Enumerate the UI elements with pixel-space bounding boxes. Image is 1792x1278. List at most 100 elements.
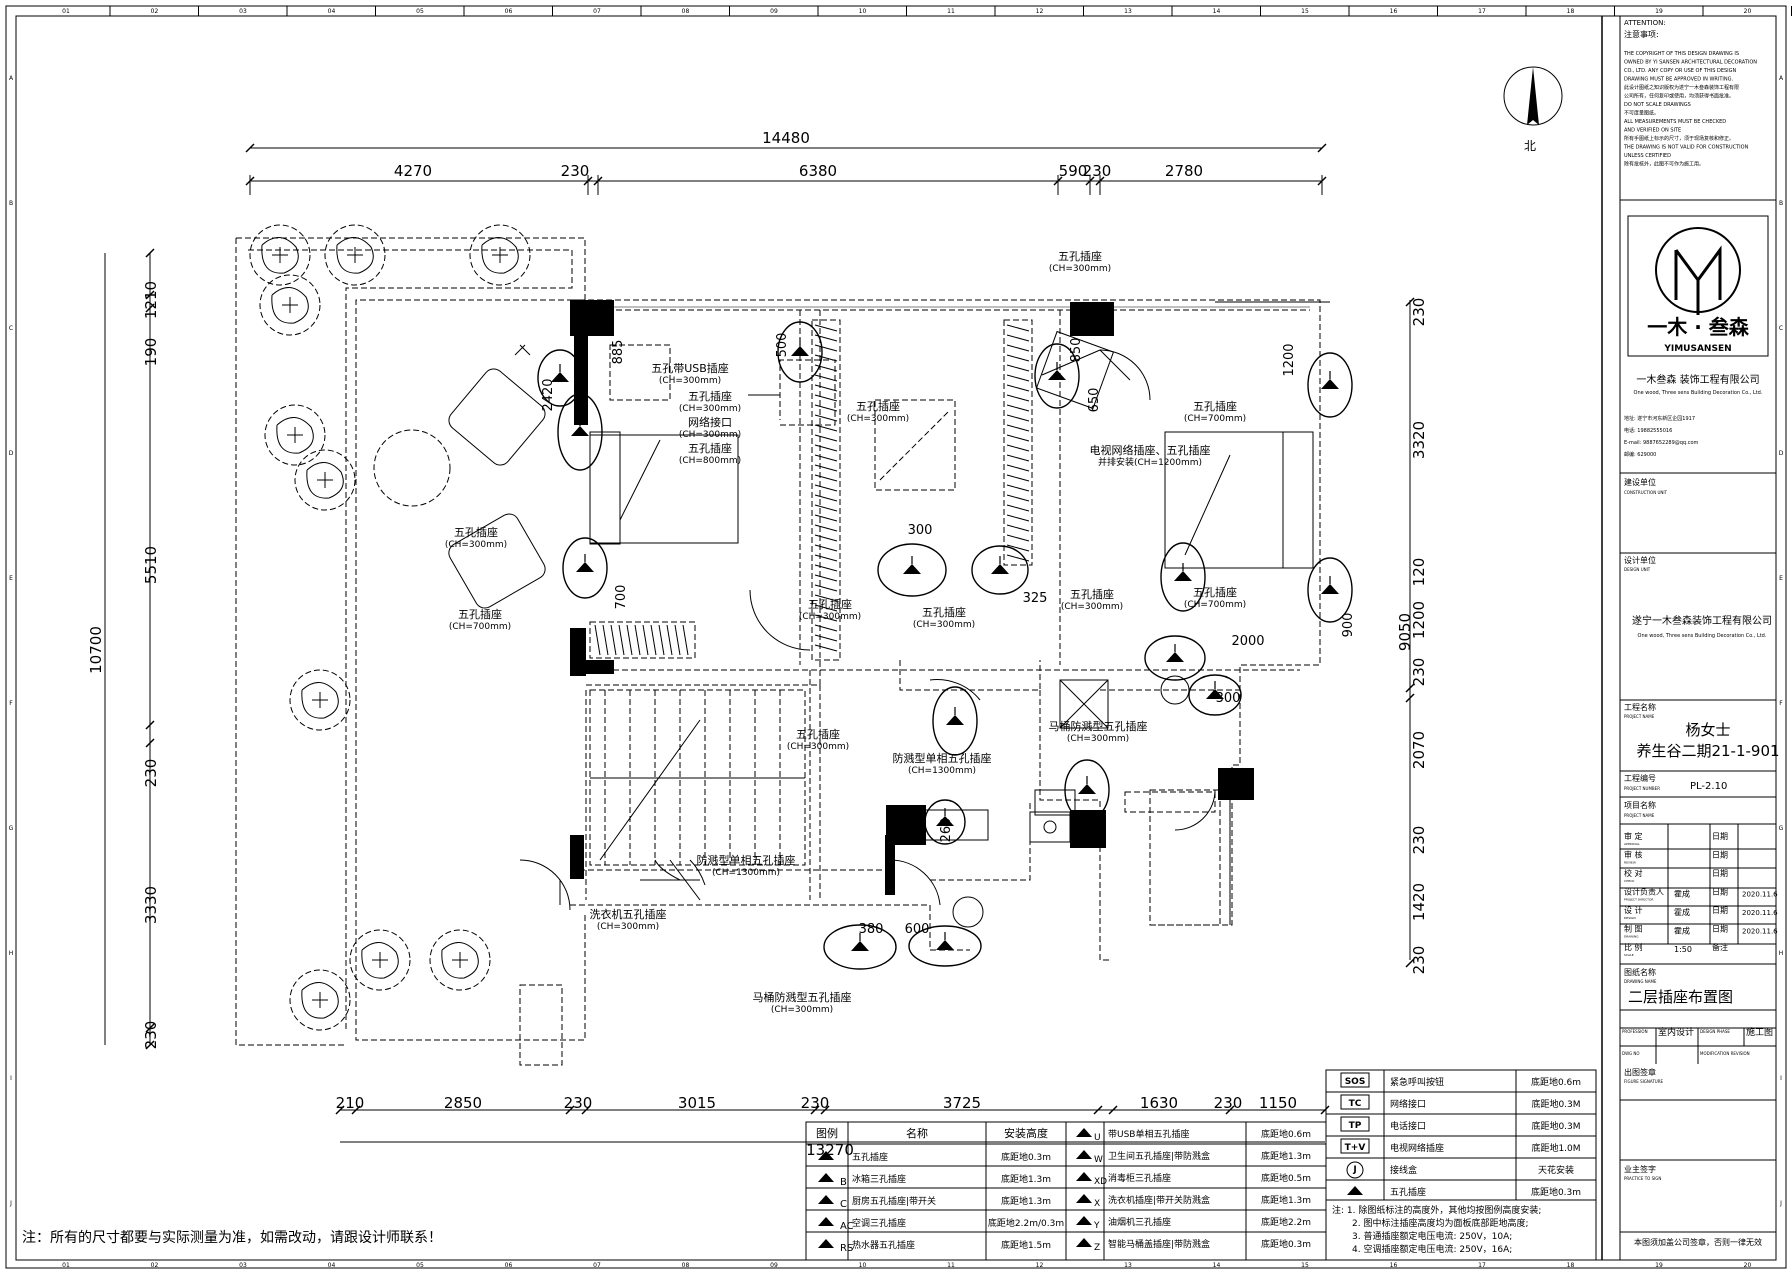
client-name: 杨女士 — [1685, 721, 1730, 739]
dim-bottom: 230 — [1214, 1094, 1243, 1112]
row-date-label: 日期 — [1712, 869, 1728, 878]
socket-callout: 防溅型单相五孔插座(CH=1300mm) — [893, 751, 992, 776]
legend-name: 洗衣机插座|带开关防溅盒 — [1108, 1194, 1210, 1206]
row-label-en: REVIEW — [1624, 861, 1636, 865]
callout-title: 防溅型单相五孔插座 — [697, 853, 796, 867]
grid-label: 15 — [1301, 8, 1309, 15]
note-line: UNLESS CERTIFIED — [1624, 153, 1671, 159]
dim-right: 3320 — [1410, 421, 1428, 459]
socket-callout: 五孔插座(CH=800mm) — [679, 441, 741, 466]
grid-label: 14 — [1213, 8, 1221, 15]
dim-top: 590 — [1059, 162, 1088, 180]
figure-signature-en: FIGURE SIGNATURE — [1624, 1079, 1663, 1084]
note-line: 所有手图纸上标示的尺寸，须于现场复核和修正。 — [1624, 135, 1734, 142]
socket-legend-icon — [1076, 1238, 1092, 1247]
callout-sub: (CH=300mm) — [659, 376, 721, 386]
callout-title: 防溅型单相五孔插座 — [893, 751, 992, 765]
legend-height: 底距地2.2m — [1261, 1216, 1311, 1228]
socket-icon — [971, 545, 1029, 595]
row-label: 审 核 — [1624, 850, 1643, 860]
grid-label: G — [9, 825, 14, 832]
dim-left-total: 10700 — [87, 626, 105, 674]
grid-label: 20 — [1744, 8, 1752, 15]
callout-title: 电视网络插座、五孔插座 — [1090, 443, 1211, 457]
tree-icon — [429, 929, 491, 991]
note-line: 不可度量图纸。 — [1624, 110, 1659, 117]
attention-cn: 注意事项: — [1624, 29, 1659, 39]
socket-icon — [1034, 343, 1080, 409]
callout-title: 马桶防溅型五孔插座 — [1049, 719, 1148, 733]
callout-sub: (CH=300mm) — [445, 540, 507, 550]
address-line: E-mail: 9887652289@qq.com — [1624, 440, 1699, 446]
socket-callout: 五孔插座(CH=300mm) — [1061, 587, 1123, 612]
legend-height: 底距地1.3m — [1261, 1150, 1311, 1162]
owner-sign-label: 业主签字 — [1624, 1164, 1656, 1174]
tree-icon — [264, 404, 326, 466]
row-label-en: DESIGN — [1624, 916, 1636, 920]
grid-label: 14 — [1213, 1262, 1221, 1269]
revision-label: MODIFICATION REVISION — [1700, 1051, 1750, 1056]
grid-label: 07 — [593, 8, 601, 15]
title-block-text: ATTENTION: 注意事项: THE COPYRIGHT OF THIS D… — [1622, 19, 1780, 1247]
grid-label: 04 — [328, 8, 336, 15]
row-label: 比 例 — [1624, 942, 1643, 952]
dim-left: 5510 — [142, 546, 160, 584]
dim-bottom: 3015 — [678, 1094, 716, 1112]
inner-dim: 2420 — [541, 378, 556, 411]
callout-title: 五孔插座 — [458, 607, 502, 621]
legend-height: 底距地0.3M — [1531, 1120, 1580, 1132]
dim-left: 190 — [142, 338, 160, 367]
row-date-label: 日期 — [1712, 925, 1728, 934]
grid-label: H — [9, 950, 14, 957]
row-label-en: DRAWING — [1624, 935, 1639, 939]
inner-border — [15, 15, 1777, 1261]
socket-legend-icon — [1076, 1150, 1092, 1159]
row-name: 霍成 — [1674, 907, 1690, 917]
callout-sub: (CH=300mm) — [1067, 734, 1129, 744]
grid-label: D — [9, 450, 14, 457]
callout-sub: (CH=300mm) — [597, 922, 659, 932]
legend-height: 底距地1.5m — [1001, 1239, 1051, 1251]
project-name-en: PROJECT NAME — [1624, 714, 1655, 719]
legend-name: 接线盒 — [1390, 1164, 1417, 1176]
dim-bottom-total: 13270 — [806, 1141, 854, 1159]
legend-name: 电视网络插座 — [1390, 1142, 1444, 1154]
legend-name: 热水器五孔插座 — [852, 1239, 915, 1251]
tree-icon — [469, 224, 531, 286]
dim-left: 230 — [142, 1021, 160, 1050]
legend-code: TC — [1349, 1099, 1362, 1109]
socket-callout: 五孔插座(CH=300mm) — [787, 727, 849, 752]
callout-sub: (CH=300mm) — [771, 1005, 833, 1015]
north-label: 北 — [1524, 139, 1536, 153]
legend-name: 冰箱三孔插座 — [852, 1173, 906, 1185]
item-name-en: PROJECT NAME — [1624, 813, 1655, 818]
dim-left: 1210 — [142, 281, 160, 319]
grid-label: H — [1779, 950, 1784, 957]
grid-label: 01 — [62, 1262, 70, 1269]
callout-sub: (CH=300mm) — [913, 620, 975, 630]
socket-legend-icon — [818, 1195, 834, 1204]
dim-right: 230 — [1410, 826, 1428, 855]
note-line: DRAWING MUST BE APPROVED IN WRITING. — [1624, 77, 1733, 83]
row-label-en: SCALE — [1624, 953, 1634, 957]
north-compass-icon: 北 — [1503, 66, 1563, 153]
grid-label: F — [1779, 700, 1783, 707]
callout-sub: (CH=700mm) — [1184, 414, 1246, 424]
callout-sub: (CH=300mm) — [847, 414, 909, 424]
grid-label: 17 — [1478, 1262, 1486, 1269]
row-date: 2020.11.6 — [1742, 928, 1778, 936]
project-number: PL-2.10 — [1690, 781, 1727, 792]
legend-name: 智能马桶盖插座|带防溅盒 — [1108, 1238, 1210, 1250]
tree-icon — [289, 969, 351, 1031]
legend-code: Y — [1093, 1221, 1100, 1231]
dim-right: 2070 — [1410, 731, 1428, 769]
bottom-note: 注：所有的尺寸都要与实际测量为准，如需改动，请跟设计师联系！ — [22, 1230, 442, 1246]
dim-left: 230 — [142, 759, 160, 788]
inner-dim: 260 — [939, 818, 954, 843]
socket-legend-icon — [1076, 1172, 1092, 1181]
project-name-label: 工程名称 — [1624, 702, 1656, 712]
